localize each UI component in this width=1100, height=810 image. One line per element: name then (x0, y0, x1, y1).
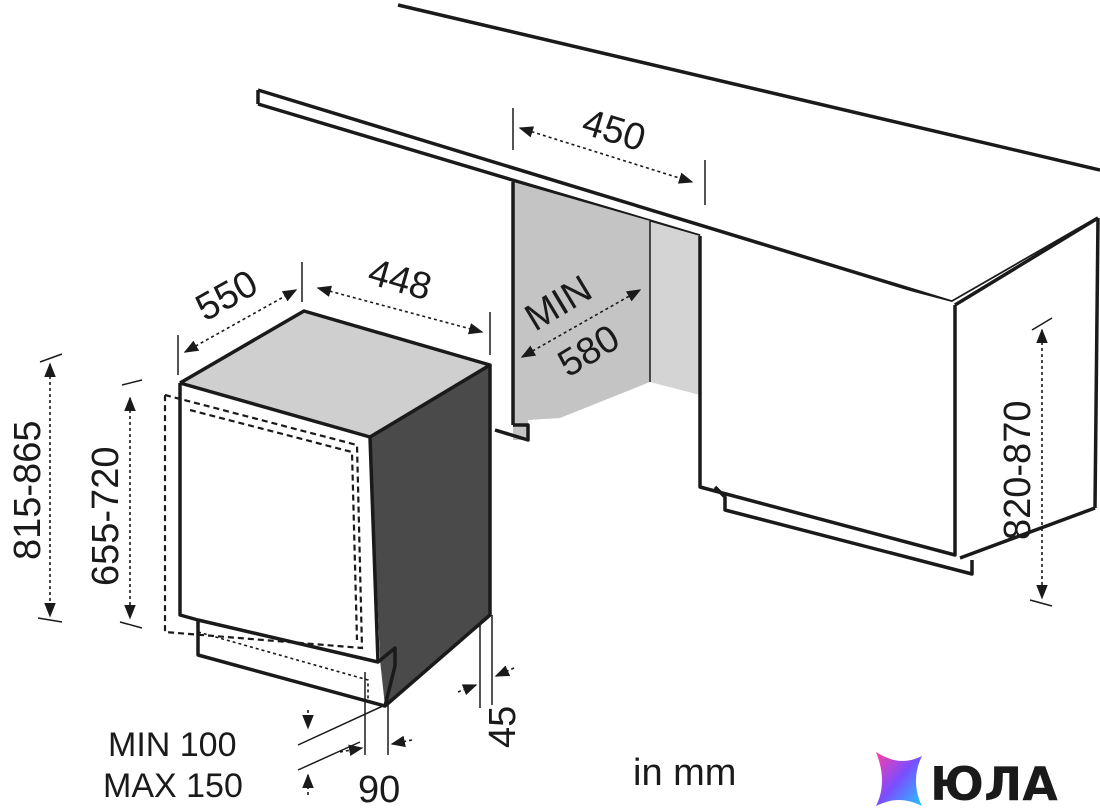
plinth-dashed (197, 631, 369, 700)
label-820-870: 820-870 (997, 401, 1039, 540)
label-450: 450 (577, 101, 650, 160)
dim-815-865 (37, 353, 63, 623)
label-815-865: 815-865 (7, 421, 49, 560)
label-90: 90 (358, 769, 400, 810)
dim-min-580 (520, 289, 642, 358)
dim-45 (457, 615, 515, 708)
units-label: in mm (633, 752, 736, 794)
dim-448 (316, 285, 491, 355)
label-plinth-min: MIN 100 (108, 726, 237, 764)
dim-820-870 (1029, 317, 1053, 607)
label-plinth-max: MAX 150 (103, 767, 243, 805)
label-45: 45 (482, 706, 524, 748)
label-550: 550 (189, 262, 265, 329)
cabinet (698, 216, 1100, 576)
dim-655-720 (119, 379, 143, 629)
dim-90 (339, 672, 413, 756)
dim-450 (512, 108, 706, 205)
dishwasher (178, 309, 492, 708)
yula-logo-mark-icon (876, 752, 922, 806)
label-448: 448 (364, 251, 437, 309)
label-655-720: 655-720 (85, 447, 127, 586)
door-dashed-outline (163, 393, 364, 650)
yula-logo: ЮЛА (876, 752, 1058, 810)
yula-logo-text: ЮЛА (930, 757, 1058, 810)
dim-550 (177, 262, 303, 375)
